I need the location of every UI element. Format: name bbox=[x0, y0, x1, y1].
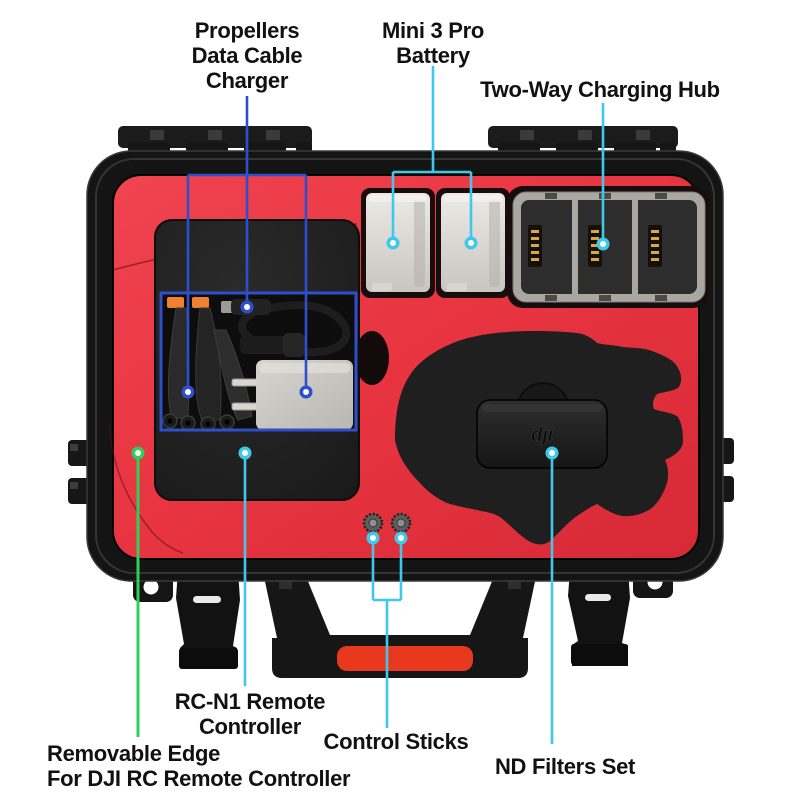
latch-bottom-right bbox=[568, 568, 673, 666]
latch-bottom-left bbox=[133, 570, 240, 669]
accessory-highlight-box bbox=[159, 291, 358, 432]
pointer-dot-blue bbox=[181, 300, 313, 399]
rc-controller-compartment bbox=[154, 219, 389, 501]
control-sticks bbox=[362, 512, 412, 534]
callout-label-charging-hub: Two-Way Charging Hub bbox=[480, 77, 720, 102]
callout-label-propellers: Propellers Data Cable Charger bbox=[191, 18, 303, 93]
callout-annotations bbox=[131, 66, 610, 744]
callout-line-propellers bbox=[159, 96, 358, 432]
callout-label-battery: Mini 3 Pro Battery bbox=[381, 18, 485, 68]
drone-cutout: dji bbox=[395, 331, 683, 545]
battery-contacts bbox=[528, 225, 662, 267]
callout-label-removable-edge: Removable Edge For DJI RC Remote Control… bbox=[47, 741, 351, 791]
callout-line-control-sticks bbox=[371, 538, 403, 728]
finger-arc-notch bbox=[517, 382, 569, 403]
callout-line-battery bbox=[391, 66, 473, 243]
finger-notch bbox=[355, 331, 389, 385]
case-handle bbox=[263, 572, 537, 678]
callout-label-nd-filters: ND Filters Set bbox=[494, 754, 636, 779]
removable-edge-cut-line bbox=[108, 423, 184, 554]
dji-logo: dji bbox=[531, 425, 554, 446]
callout-label-control-sticks: Control Sticks bbox=[323, 729, 469, 754]
callout-label-rc-controller: RC-N1 Remote Controller bbox=[174, 689, 326, 739]
propellers bbox=[162, 297, 253, 432]
handle-grip bbox=[337, 646, 473, 671]
nd-filter-box: dji bbox=[476, 399, 608, 469]
